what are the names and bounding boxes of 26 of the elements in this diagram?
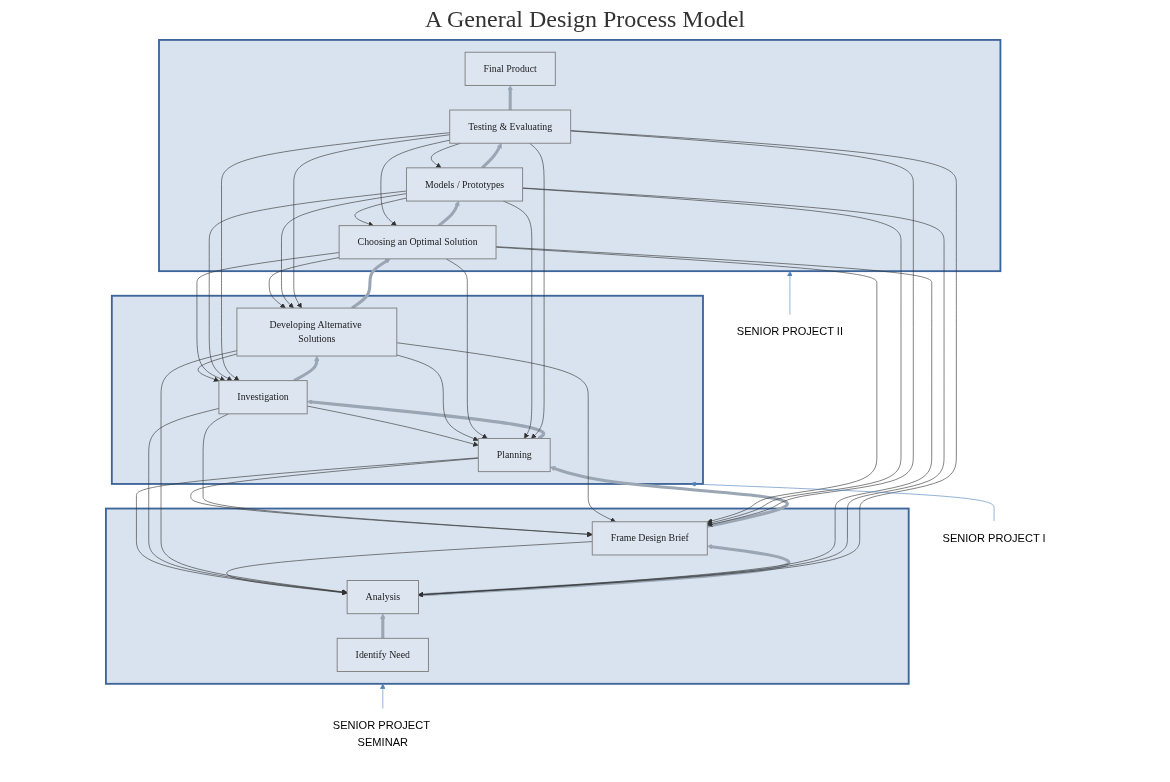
node-box: Investigation xyxy=(218,380,308,415)
arrow xyxy=(418,544,790,597)
node-box: Frame Design Brief xyxy=(591,521,708,556)
arrow xyxy=(380,613,386,639)
node-text: SENIOR PROJECT II xyxy=(736,325,844,338)
node-text: SENIOR PROJECT I xyxy=(942,531,1046,545)
cluster xyxy=(110,294,704,485)
node-box: Planning xyxy=(477,438,551,473)
diagram-title: A General Design Process Model xyxy=(425,5,745,34)
arrow xyxy=(306,399,545,440)
node-box: Final Product xyxy=(464,51,556,86)
node-text: SENIOR PROJECT SEMINAR xyxy=(332,719,430,749)
node-box: Developing Alternative Solutions xyxy=(236,307,398,357)
arrow xyxy=(481,143,502,169)
node-box: Choosing an Optimal Solution xyxy=(338,225,497,260)
cluster xyxy=(158,39,1002,273)
node-box: Analysis xyxy=(346,580,419,615)
arrow xyxy=(351,258,391,310)
node-box: Identify Need xyxy=(336,637,429,672)
cluster xyxy=(105,507,910,685)
node-box: Models / Prototypes xyxy=(405,167,524,202)
arrow xyxy=(293,355,320,382)
arrow xyxy=(549,466,789,528)
arrow xyxy=(507,85,513,111)
arrow xyxy=(437,200,460,227)
node-box: Testing & Evaluating xyxy=(449,109,572,144)
